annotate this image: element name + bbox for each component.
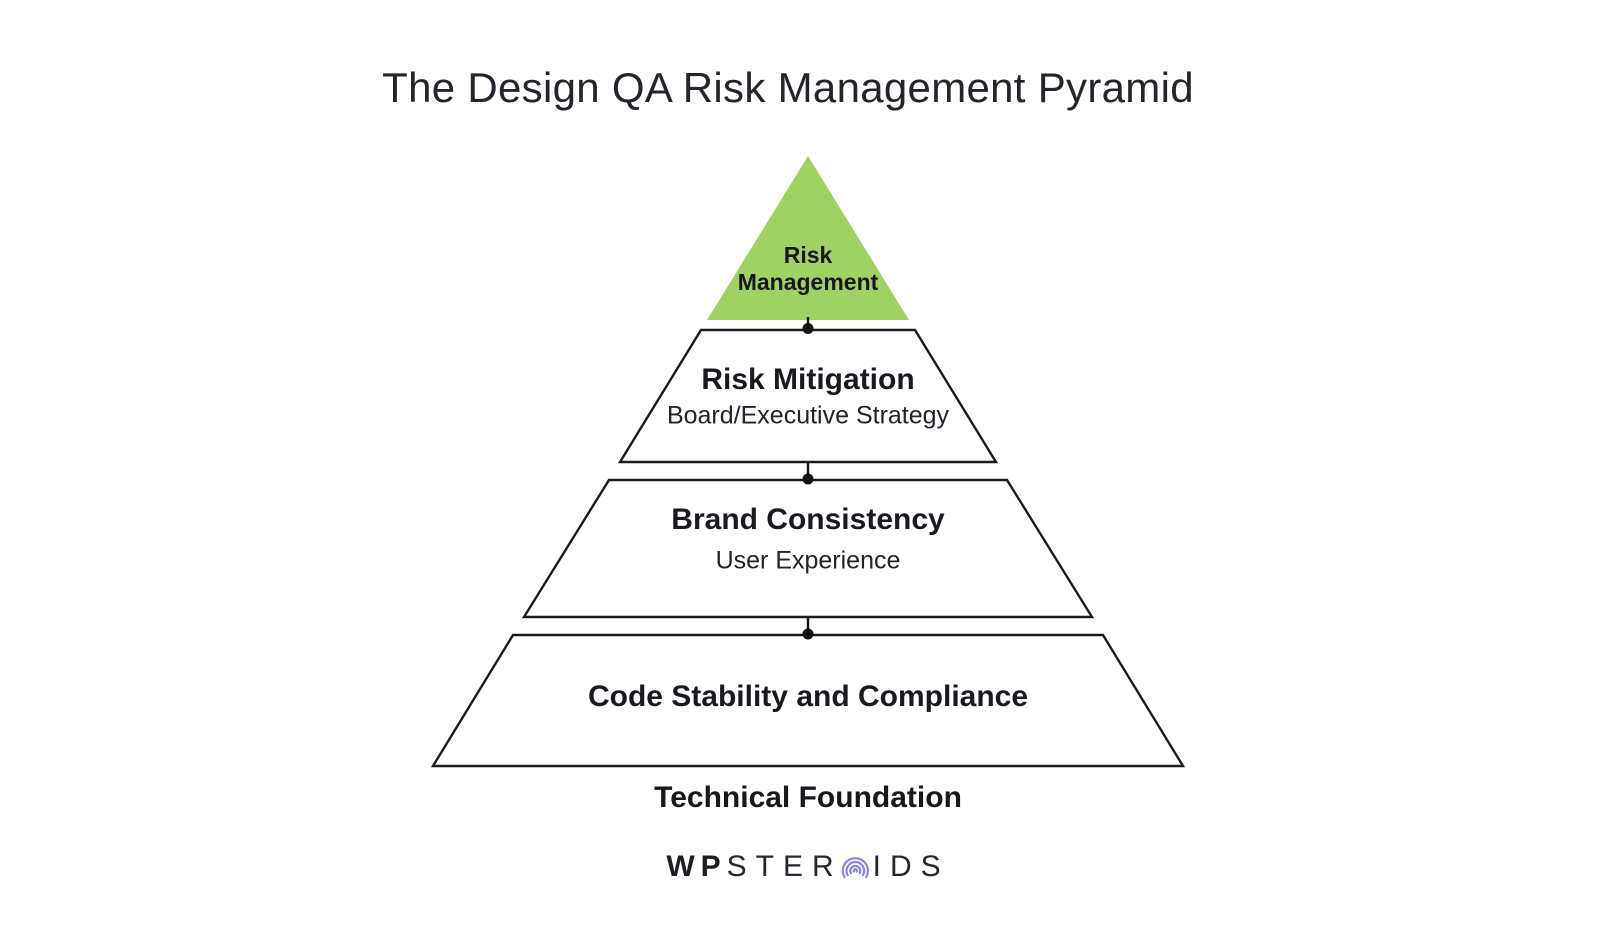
connector-dot-1 [802, 323, 814, 334]
connector-dot-2 [802, 473, 814, 485]
level-brand-consistency-subtitle: User Experience [715, 546, 901, 575]
pyramid-level-code-stability-shape [430, 633, 1186, 768]
pyramid-level-brand-consistency-shape [521, 478, 1095, 619]
apex-label-line2: Management [737, 269, 879, 295]
level-risk-mitigation-subtitle: Board/Executive Strategy [666, 401, 950, 430]
connector-dot-3 [802, 628, 814, 640]
pyramid-level-shapes [430, 328, 1186, 768]
pyramid-level-risk-mitigation-shape [617, 328, 999, 464]
apex-label: Risk Management [738, 242, 879, 296]
apex-label-line1: Risk [783, 242, 833, 268]
brand-logo-mid: STER [726, 850, 843, 883]
pyramid-connector-dots [802, 323, 814, 640]
level-code-stability-title: Code Stability and Compliance [587, 680, 1029, 713]
pyramid-base-label: Technical Foundation [654, 781, 962, 814]
brand-logo-suffix: IDS [872, 850, 950, 883]
level-risk-mitigation-title: Risk Mitigation [701, 363, 915, 396]
brand-logo: WP STER IDS [666, 850, 949, 884]
page-title: The Design QA Risk Management Pyramid [382, 64, 1194, 111]
concentric-arcs-icon [841, 856, 871, 879]
brand-logo-prefix: WP [666, 850, 727, 883]
level-brand-consistency-title: Brand Consistency [671, 503, 945, 536]
pyramid-apex-shape [707, 156, 909, 320]
